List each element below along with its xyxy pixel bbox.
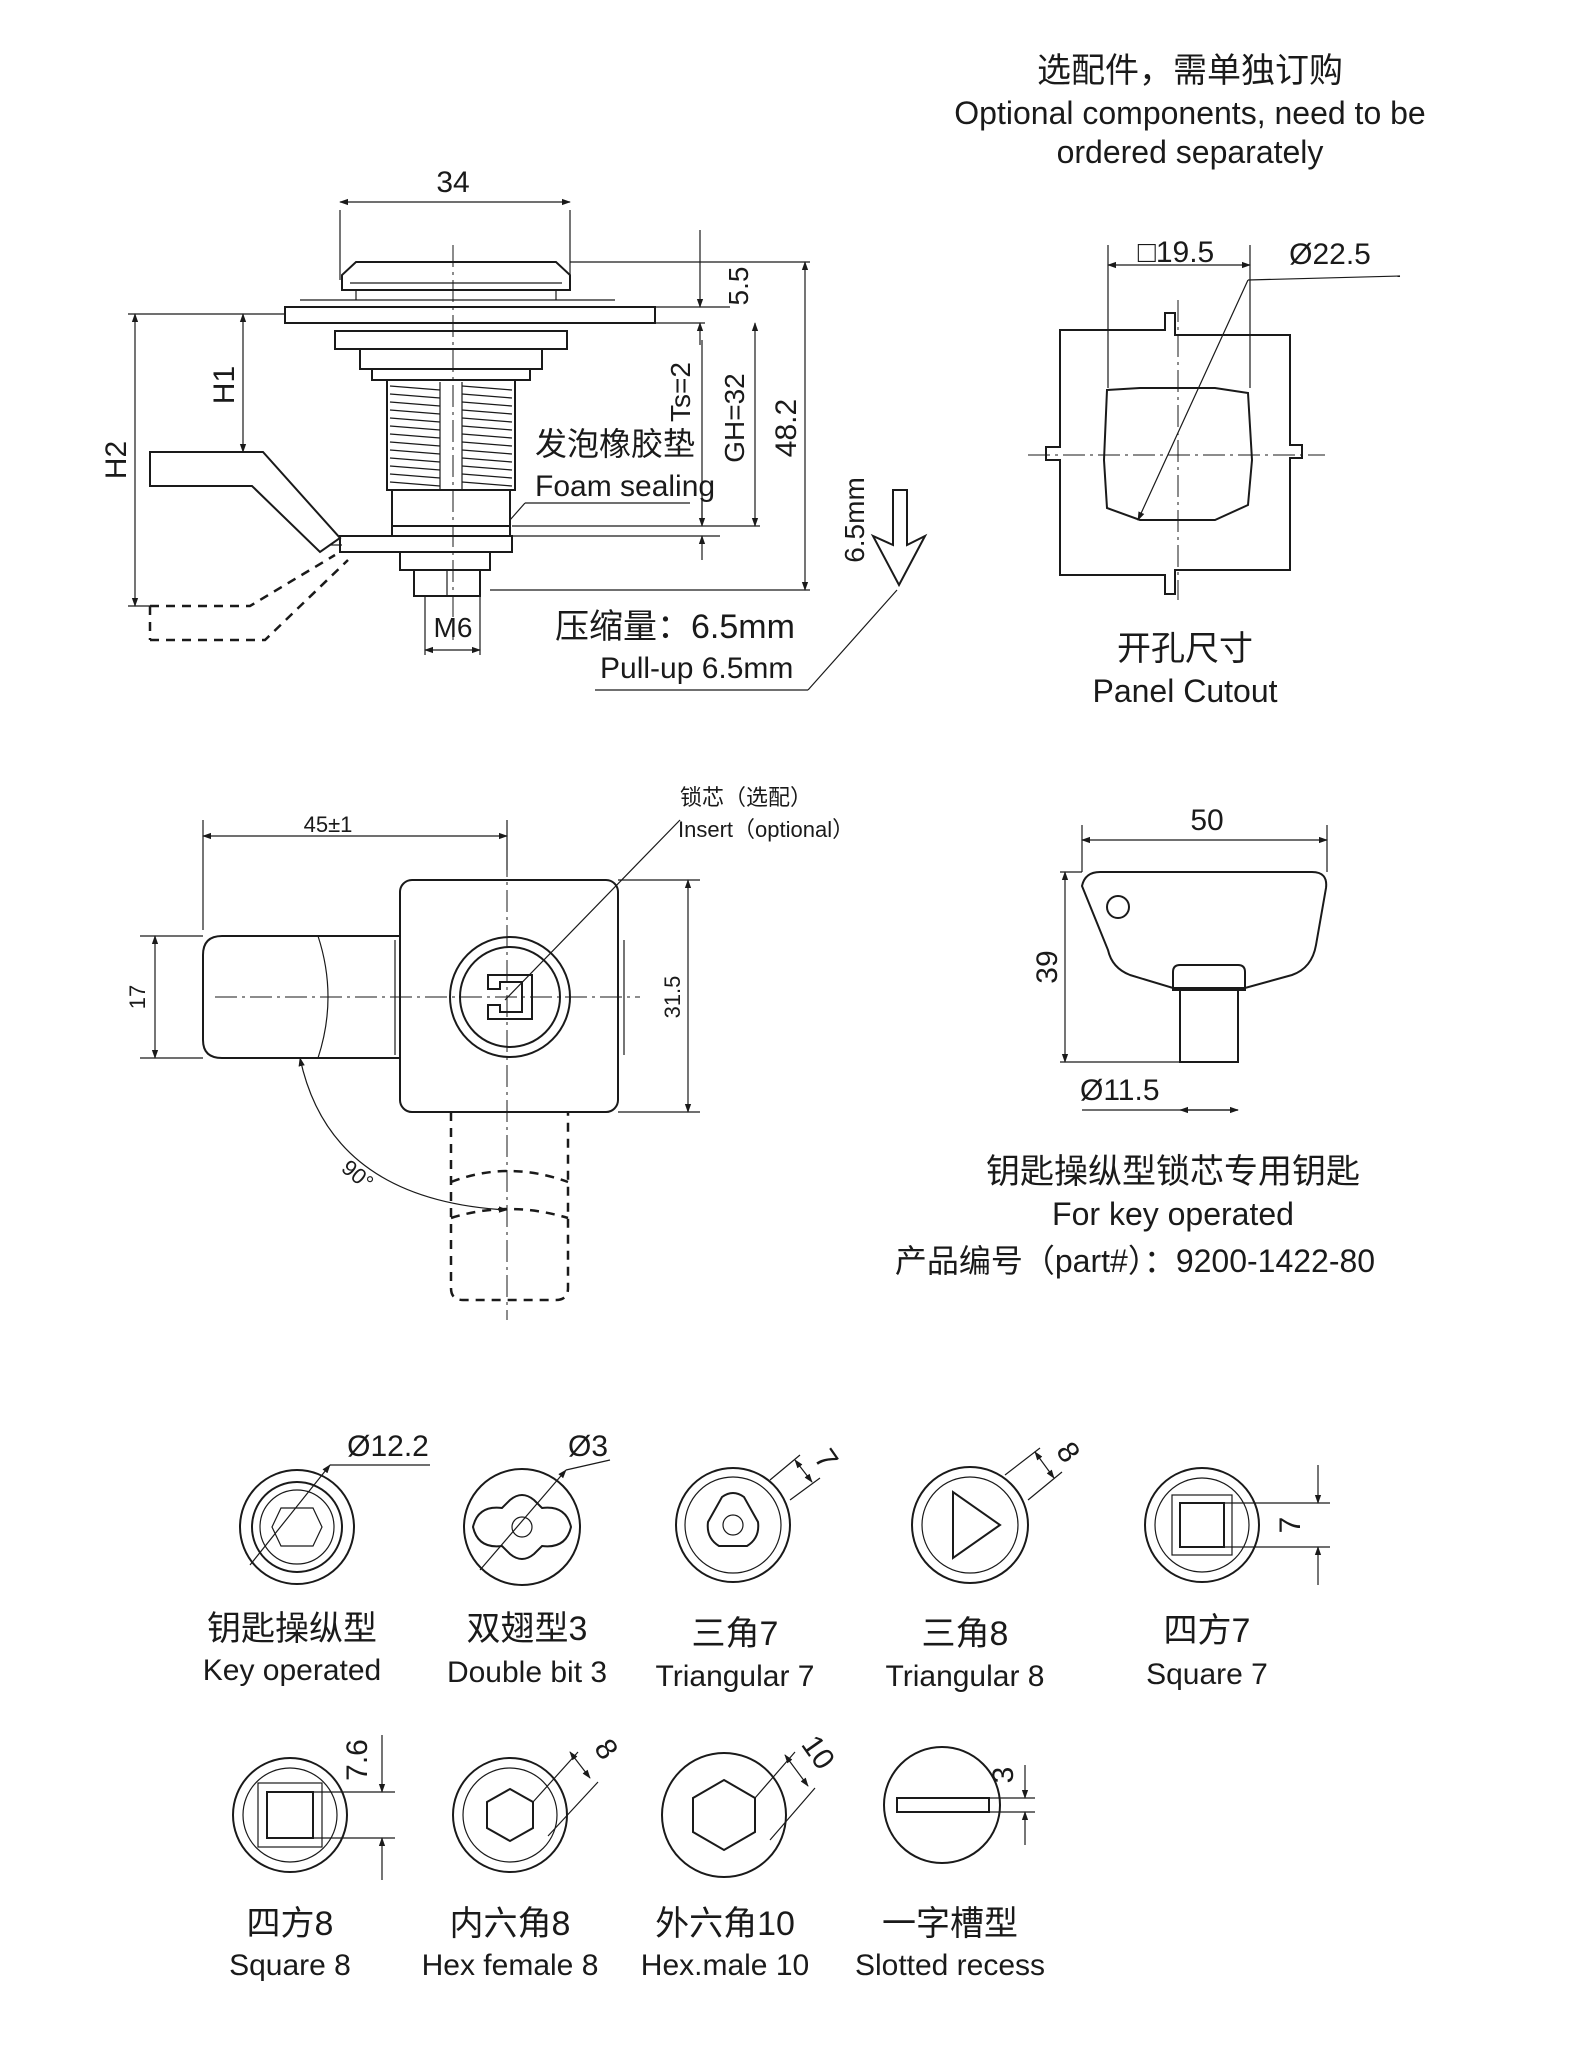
insert-label-en-3: Triangular 7 [656, 1660, 815, 1693]
insert-label-cn-6: 四方8 [247, 1905, 334, 1943]
dim-m6: M6 [434, 612, 473, 643]
insert-label-en-4: Triangular 8 [886, 1660, 1045, 1693]
dim-31-5: 31.5 [660, 976, 685, 1019]
insert-label-cn-8: 外六角10 [655, 1905, 795, 1943]
optional-header: 选配件，需单独订购 Optional components, need to b… [954, 52, 1425, 170]
dim-39: 39 [1031, 950, 1064, 983]
insert-label-cn-3: 三角7 [692, 1615, 779, 1653]
foam-label-en: Foam sealing [535, 470, 715, 503]
cutout-label-cn: 开孔尺寸 [1117, 630, 1253, 668]
key-label-en: For key operated [1052, 1196, 1294, 1232]
insert-label-cn-4: 三角8 [922, 1615, 1009, 1653]
insert-label-en: Insert（optional） [678, 817, 854, 842]
square-7-icon [1144, 1465, 1330, 1585]
insert-dim-8: 10 [795, 1729, 841, 1775]
optional-title-cn: 选配件，需单独订购 [1037, 52, 1343, 90]
dim-width-34: 34 [436, 166, 469, 199]
dim-h2: H2 [100, 441, 133, 479]
insert-dim-3: 7 [807, 1443, 844, 1476]
insert-label-en-6: Square 8 [229, 1949, 351, 1982]
key-insert-icon [239, 1464, 430, 1585]
dim-17: 17 [125, 985, 150, 1009]
pull-label-cn: 压缩量：6.5mm [555, 608, 795, 646]
insert-label-cn-5: 四方7 [1164, 1612, 1251, 1650]
angle-90: 90° [337, 1155, 379, 1196]
hex-female-icon [452, 1751, 599, 1873]
side-view: 34 [100, 166, 928, 691]
dim-45: 45±1 [304, 812, 353, 837]
insert-label-cn-2: 双翅型3 [467, 1610, 588, 1648]
dim-square-19-5: □19.5 [1138, 236, 1215, 269]
slotted-recess-icon [883, 1746, 1035, 1864]
dim-pull-6-5: 6.5mm [839, 477, 870, 563]
pull-label-en: Pull-up 6.5mm [600, 652, 793, 685]
optional-title-en-1: Optional components, need to be [954, 95, 1425, 131]
insert-label-en-2: Double bit 3 [447, 1656, 607, 1689]
hex-male-icon [661, 1751, 816, 1878]
insert-dim-6: 7.6 [341, 1739, 374, 1781]
insert-label-en-8: Hex.male 10 [641, 1949, 809, 1982]
insert-label-cn: 锁芯（选配） [680, 785, 812, 810]
insert-dim-7: 8 [587, 1733, 624, 1766]
insert-label-en-9: Slotted recess [855, 1949, 1045, 1982]
cutout-label-en: Panel Cutout [1092, 673, 1277, 709]
dim-ts: Ts=2 [665, 362, 696, 422]
dim-48-2: 48.2 [770, 399, 803, 457]
insert-label-en-5: Square 7 [1146, 1658, 1268, 1691]
square-8-icon [232, 1735, 395, 1880]
insert-label-en-7: Hex female 8 [422, 1949, 599, 1982]
thread-lines [389, 385, 513, 487]
triangular-8-icon [911, 1447, 1063, 1584]
key-drawing: 50 39 Ø11.5 钥匙操纵型锁芯专用钥匙 For key operated… [895, 804, 1375, 1279]
dim-50: 50 [1190, 804, 1223, 837]
key-part-number: 产品编号（part#）：9200-1422-80 [895, 1243, 1375, 1279]
insert-label-cn-9: 一字槽型 [882, 1905, 1018, 1943]
insert-dim-4: 8 [1049, 1436, 1086, 1469]
dim-diameter-22-5: Ø22.5 [1289, 238, 1371, 271]
dim-gh: GH=32 [719, 373, 750, 463]
foam-label-cn: 发泡橡胶垫 [535, 426, 695, 462]
dim-5-5: 5.5 [723, 267, 754, 306]
dim-diameter-11-5: Ø11.5 [1080, 1074, 1160, 1107]
double-bit-icon [463, 1459, 611, 1586]
insert-label-en-1: Key operated [203, 1654, 381, 1687]
triangular-7-icon [675, 1454, 821, 1583]
panel-cutout: □19.5 Ø22.5 开孔尺寸 Panel Cutout [1028, 236, 1401, 709]
key-label-cn: 钥匙操纵型锁芯专用钥匙 [986, 1153, 1360, 1191]
insert-label-cn-7: 内六角8 [450, 1905, 571, 1943]
insert-dim-2: Ø3 [568, 1430, 608, 1463]
insert-label-cn-1: 钥匙操纵型 [207, 1610, 377, 1648]
insert-dim-9: 3 [987, 1767, 1020, 1784]
optional-title-en-2: ordered separately [1057, 134, 1324, 170]
insert-dim-1: Ø12.2 [347, 1430, 429, 1463]
dim-h1: H1 [208, 366, 241, 404]
front-view: 45±1 17 31.5 90° 锁芯（选配） I [125, 785, 854, 1320]
insert-dim-5: 7 [1274, 1517, 1307, 1534]
